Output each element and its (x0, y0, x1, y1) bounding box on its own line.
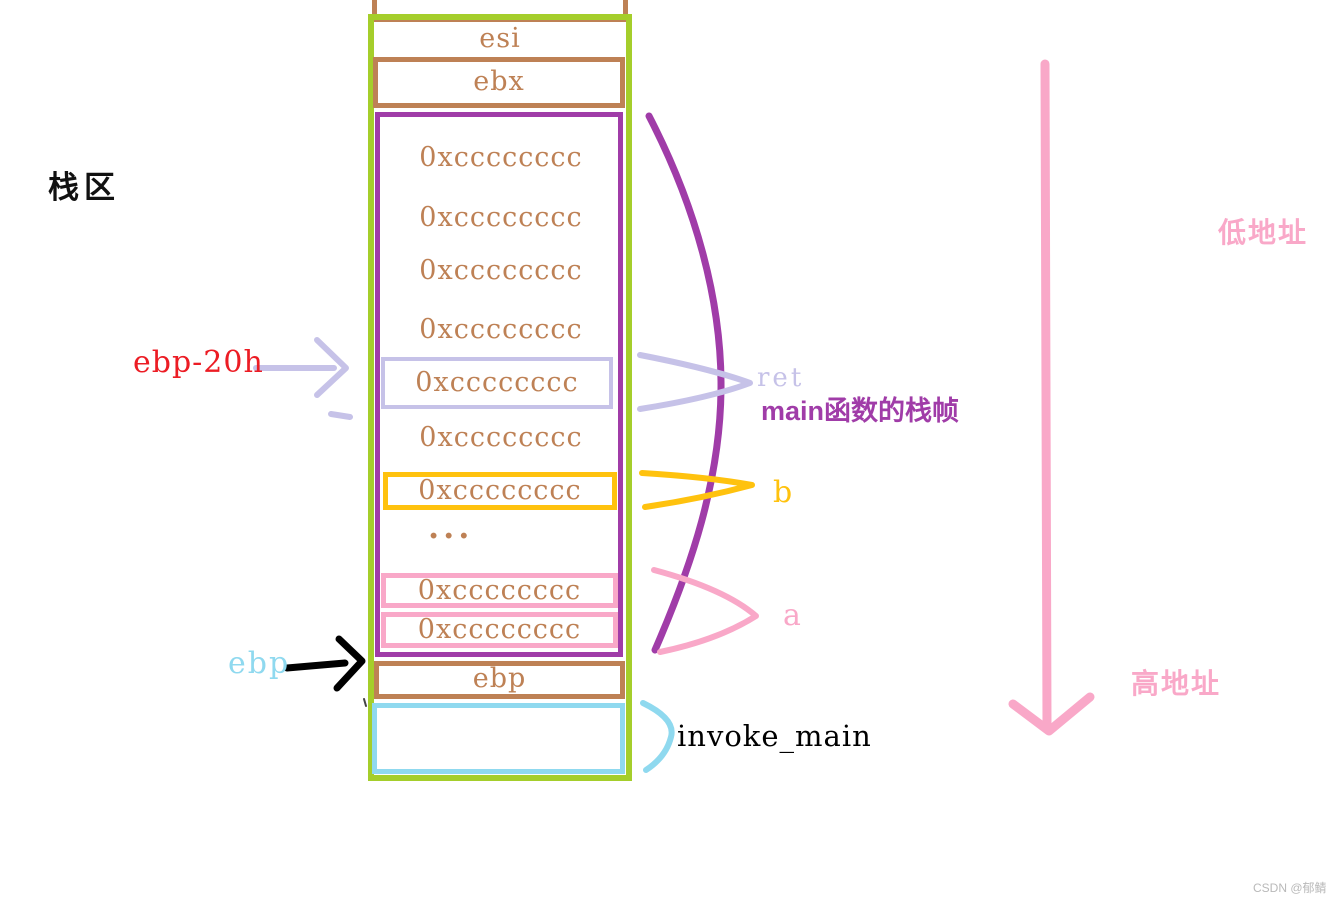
stack-row-a-highlight-2: 0xcccccccc (381, 612, 618, 648)
var-b-label: b (773, 475, 793, 510)
ebx-slot-box: ebx (373, 57, 625, 108)
ret-label: ret (757, 363, 805, 393)
ret-pointer (637, 352, 753, 412)
stack-row-value: 0xcccccccc (415, 367, 579, 398)
stack-row-value: 0xcccccccc (417, 575, 582, 606)
stack-region-title: 栈区 (48, 170, 120, 205)
stack-row-a-highlight-1: 0xcccccccc (381, 573, 618, 608)
stack-row: 0xcccccccc (419, 314, 583, 345)
high-address-label: 高地址 (1131, 668, 1222, 699)
stack-row-ellipsis: ... (428, 508, 474, 546)
invoke-main-slot-box (372, 703, 625, 774)
stack-row: 0xcccccccc (419, 142, 583, 173)
stack-row: 0xcccccccc (419, 255, 583, 286)
main-frame-brace (645, 112, 725, 654)
stray-tick (363, 698, 367, 707)
var-a-pointer (651, 567, 759, 655)
ebp-slot-box: ebp (374, 661, 625, 699)
ebp-register-label: ebp (228, 646, 291, 681)
ebx-slot-label: ebx (473, 66, 525, 97)
ebp-offset-label: ebp-20h (133, 345, 264, 380)
low-address-label: 低地址 (1218, 217, 1309, 248)
main-frame-label: main函数的栈帧 (761, 396, 960, 426)
var-b-pointer (639, 470, 755, 510)
stack-row-b-highlight: 0xcccccccc (383, 472, 617, 510)
var-a-label: a (783, 598, 801, 633)
address-direction-arrow-shaft (1040, 59, 1052, 731)
stack-row-ret-highlight: 0xcccccccc (381, 357, 613, 409)
watermark: CSDN @郁鲭 (1253, 881, 1327, 895)
ebp-arrow-shaft (283, 659, 349, 672)
lavender-dash (328, 411, 353, 420)
stack-row-value: 0xcccccccc (417, 614, 582, 645)
esi-slot-label: esi (479, 23, 521, 54)
invoke-main-label: invoke_main (677, 719, 872, 753)
main-frame-box (375, 112, 623, 657)
stack-region-box (368, 14, 632, 781)
stack-row: 0xcccccccc (419, 422, 583, 453)
invoke-main-bracket (640, 700, 675, 773)
address-direction-arrow-head (1008, 692, 1095, 736)
ebp-arrow-head (333, 635, 366, 692)
stack-row: 0xcccccccc (419, 202, 583, 233)
ebp-offset-arrow-head (314, 337, 349, 398)
ebp-slot-label: ebp (472, 663, 527, 694)
stack-row-value: 0xcccccccc (418, 475, 582, 506)
